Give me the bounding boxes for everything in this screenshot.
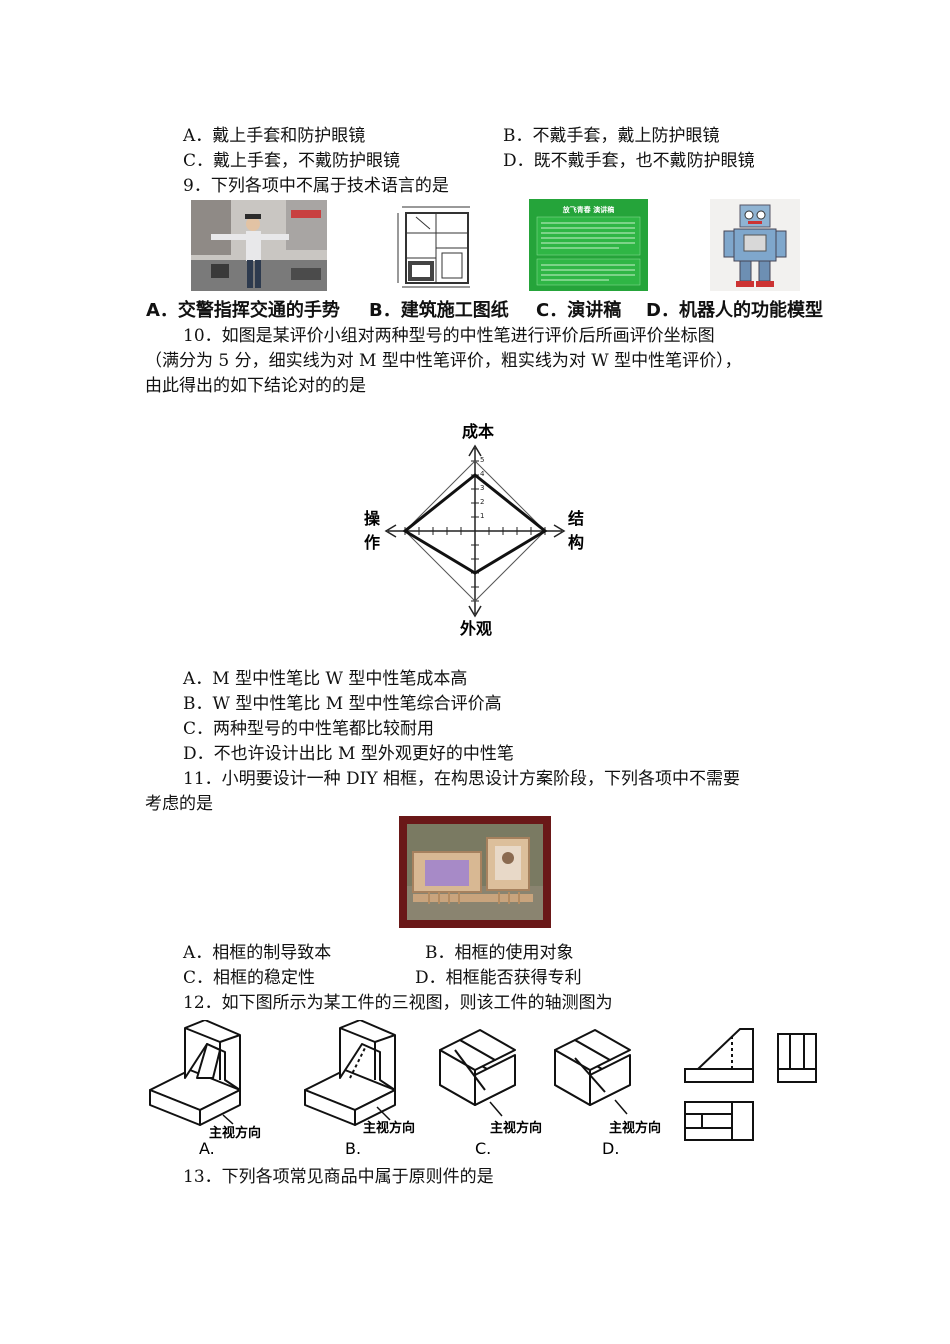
q10-option-a: A．M 型中性笔比 W 型中性笔成本高	[183, 669, 468, 689]
q10-option-d: D．不也许设计出比 M 型外观更好的中性笔	[183, 744, 514, 764]
direction-label-b: 主视方向	[363, 1120, 415, 1136]
q9-label-c: C．演讲稿	[536, 300, 622, 321]
tick-2: 2	[480, 498, 484, 506]
q11-stem-line1: 11．小明要设计一种 DIY 相框，在构思设计方案阶段，下列各项中不需要	[183, 769, 741, 789]
q11-option-a: A．相框的制导致本	[183, 943, 332, 963]
direction-label-a: 主视方向	[209, 1125, 261, 1141]
w-pen-evaluation-line	[402, 473, 548, 575]
q10-stem-line3: 由此得出的如下结论对的的是	[145, 376, 366, 396]
q9-label-a: A．交警指挥交通的手势	[146, 300, 340, 321]
q8-option-c: C．戴上手套，不戴防护眼镜	[183, 151, 401, 171]
q10-option-b: B．W 型中性笔比 M 型中性笔综合评价高	[183, 694, 502, 714]
q8-option-d: D．既不戴手套，也不戴防护眼镜	[503, 151, 755, 171]
m-pen-evaluation-line	[404, 460, 546, 602]
q12-stem: 12．如下图所示为某工件的三视图，则该工件的轴测图为	[183, 993, 613, 1013]
axis-label-operation-2: 作	[364, 533, 380, 552]
option-label-a: A.	[199, 1139, 215, 1158]
traffic-police-photo	[191, 200, 327, 291]
robot-model-photo	[710, 199, 800, 291]
direction-label-c: 主视方向	[490, 1120, 542, 1136]
q8-option-a: A．戴上手套和防护眼镜	[183, 126, 366, 146]
axis-label-operation-1: 操	[364, 509, 381, 528]
building-plan-drawing	[396, 203, 476, 291]
q10-stem-line1: 10．如图是某评价小组对两种型号的中性笔进行评价后所画评价坐标图	[183, 326, 715, 346]
speech-slide-image: 放飞青春 演讲稿	[529, 199, 648, 291]
option-label-b: B.	[345, 1139, 361, 1158]
direction-label-d: 主视方向	[609, 1120, 661, 1136]
q11-option-b: B．相框的使用对象	[425, 943, 574, 963]
option-c-axonometric	[439, 1029, 516, 1106]
option-a-axonometric	[149, 1019, 241, 1126]
evaluation-coordinate-diagram: 5 4 3 2 1 成本 外观 操 作 结 构	[350, 418, 600, 644]
option-b-axonometric	[304, 1019, 396, 1126]
q8-option-b: B．不戴手套，戴上防护眼镜	[503, 126, 720, 146]
tick-5: 5	[480, 456, 484, 464]
q9-label-b: B．建筑施工图纸	[369, 300, 509, 321]
option-label-d: D.	[602, 1139, 619, 1158]
axis-label-structure-2: 构	[568, 533, 584, 552]
diy-photo-frame-image	[399, 816, 551, 928]
q13-stem: 13．下列各项常见商品中属于原则件的是	[183, 1167, 494, 1187]
tick-3: 3	[480, 484, 484, 492]
q11-stem-line2: 考虑的是	[145, 794, 213, 814]
q11-option-d: D．相框能否获得专利	[415, 968, 582, 988]
q10-stem-line2: （满分为 5 分，细实线为对 M 型中性笔评价，粗实线为对 W 型中性笔评价），	[145, 351, 742, 371]
tick-4: 4	[480, 470, 485, 478]
q9-label-d: D．机器人的功能模型	[646, 300, 823, 321]
option-label-c: C.	[475, 1139, 491, 1158]
tick-1: 1	[480, 512, 484, 520]
three-view-drawing	[680, 1024, 825, 1144]
axis-label-appearance: 外观	[459, 619, 492, 638]
axis-label-structure-1: 结	[567, 509, 584, 528]
option-d-axonometric	[554, 1029, 631, 1106]
axis-label-cost: 成本	[462, 422, 494, 441]
q9-stem: 9．下列各项中不属于技术语言的是	[183, 176, 449, 196]
axonometric-options: 主视方向 主视方向 主视方向 主视方向 A. B. C. D.	[145, 1019, 685, 1160]
q10-option-c: C．两种型号的中性笔都比较耐用	[183, 719, 435, 739]
q11-option-c: C．相框的稳定性	[183, 968, 316, 988]
